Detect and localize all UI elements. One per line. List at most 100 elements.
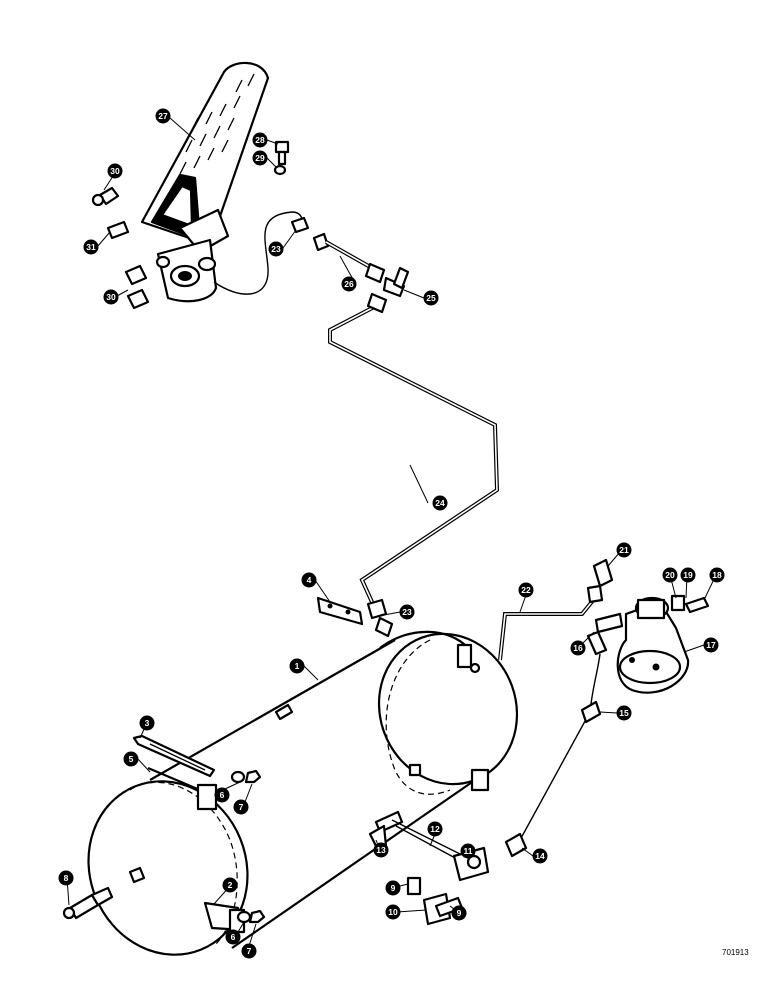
callout-7-lower: 7 — [241, 943, 257, 959]
svg-text:15: 15 — [619, 708, 629, 718]
svg-text:1: 1 — [295, 661, 300, 671]
callout-30-upper: 30 — [107, 163, 123, 179]
callout-9-lower: 9 — [451, 905, 467, 921]
hose-fitting-mid — [580, 700, 602, 724]
callout-11: 11 — [460, 843, 476, 859]
callout-23-lower: 23 — [399, 604, 415, 620]
line-nut-lower — [366, 292, 388, 314]
svg-text:21: 21 — [619, 545, 629, 555]
callout-17: 17 — [703, 637, 719, 653]
figure-id: 701913 — [722, 948, 749, 957]
valve-fitting-upper — [91, 186, 120, 207]
valve-plug-lower — [124, 264, 150, 310]
svg-text:18: 18 — [712, 570, 722, 580]
valve-line — [325, 240, 373, 270]
callout-18: 18 — [709, 567, 725, 583]
rear-strap — [379, 630, 490, 792]
svg-text:24: 24 — [435, 498, 445, 508]
callout-27: 27 — [155, 108, 171, 124]
svg-text:11: 11 — [464, 846, 473, 856]
callout-1: 1 — [289, 658, 305, 674]
callout-22: 22 — [518, 582, 534, 598]
tank-port — [469, 662, 481, 674]
svg-text:6: 6 — [220, 790, 225, 800]
svg-text:27: 27 — [158, 111, 168, 121]
callout-16: 16 — [570, 640, 586, 656]
svg-text:17: 17 — [706, 640, 716, 650]
brake-valve-body — [155, 238, 218, 303]
callout-5: 5 — [123, 751, 139, 767]
safety-valve — [62, 886, 114, 920]
callout-6-lower: 6 — [225, 929, 241, 945]
svg-text:10: 10 — [388, 907, 398, 917]
air-line-tube — [328, 303, 500, 603]
callout-28: 28 — [252, 132, 268, 148]
valve-outlet-fitting — [290, 216, 330, 252]
governor-assembly — [616, 596, 690, 694]
callout-25: 25 — [423, 290, 439, 306]
governor-bolt — [670, 594, 710, 614]
governor-line — [498, 596, 597, 661]
drain-boss — [408, 763, 422, 777]
pedal-tread — [179, 73, 255, 175]
callout-31: 31 — [83, 239, 99, 255]
svg-text:29: 29 — [255, 153, 265, 163]
callout-21: 21 — [616, 542, 632, 558]
svg-text:31: 31 — [86, 242, 96, 252]
callout-3: 3 — [139, 715, 155, 731]
callout-24: 24 — [432, 495, 448, 511]
callout-8: 8 — [58, 870, 74, 886]
callout-6-upper: 6 — [214, 787, 230, 803]
svg-text:3: 3 — [145, 718, 150, 728]
callout-9-upper: 9 — [385, 880, 401, 896]
callout-13: 13 — [373, 842, 389, 858]
line-nut-upper — [364, 262, 386, 284]
svg-text:8: 8 — [64, 873, 69, 883]
svg-text:23: 23 — [402, 607, 412, 617]
svg-text:22: 22 — [521, 585, 531, 595]
elbow-upper — [586, 558, 614, 604]
pedal-bolt — [274, 140, 290, 166]
svg-text:2: 2 — [228, 880, 233, 890]
callout-12: 12 — [427, 821, 443, 837]
callout-15: 15 — [616, 705, 632, 721]
valve-hose — [213, 211, 303, 295]
svg-text:7: 7 — [247, 946, 252, 956]
svg-text:13: 13 — [376, 845, 386, 855]
svg-text:7: 7 — [239, 802, 244, 812]
tank-seam-fitting — [274, 703, 294, 721]
svg-text:6: 6 — [231, 932, 236, 942]
svg-text:30: 30 — [110, 166, 120, 176]
callout-7-upper: 7 — [233, 799, 249, 815]
line-tee — [382, 266, 410, 298]
callout-29: 29 — [252, 150, 268, 166]
tank-inlet-fitting — [366, 598, 394, 638]
governor-hose — [519, 653, 601, 841]
callout-14: 14 — [532, 848, 548, 864]
svg-text:9: 9 — [391, 883, 396, 893]
svg-text:16: 16 — [573, 643, 583, 653]
callout-4: 4 — [301, 572, 317, 588]
callout-2: 2 — [222, 877, 238, 893]
washer-nut-upper — [230, 769, 262, 784]
pedal-washer — [273, 164, 287, 176]
svg-text:9: 9 — [457, 908, 462, 918]
svg-text:5: 5 — [129, 754, 134, 764]
tank-end-port — [128, 866, 146, 884]
tee-fitting — [586, 612, 624, 656]
callout-23-upper: 23 — [268, 241, 284, 257]
svg-text:4: 4 — [307, 575, 312, 585]
svg-text:12: 12 — [430, 824, 440, 834]
drain-nipple-upper — [406, 876, 422, 896]
callout-20: 20 — [662, 567, 678, 583]
svg-text:14: 14 — [535, 851, 545, 861]
svg-text:20: 20 — [665, 570, 675, 580]
svg-text:30: 30 — [106, 292, 116, 302]
mounting-bracket — [316, 596, 364, 626]
svg-text:19: 19 — [683, 570, 693, 580]
svg-text:28: 28 — [255, 135, 265, 145]
svg-text:23: 23 — [271, 244, 281, 254]
callout-10: 10 — [385, 904, 401, 920]
callout-19: 19 — [680, 567, 696, 583]
